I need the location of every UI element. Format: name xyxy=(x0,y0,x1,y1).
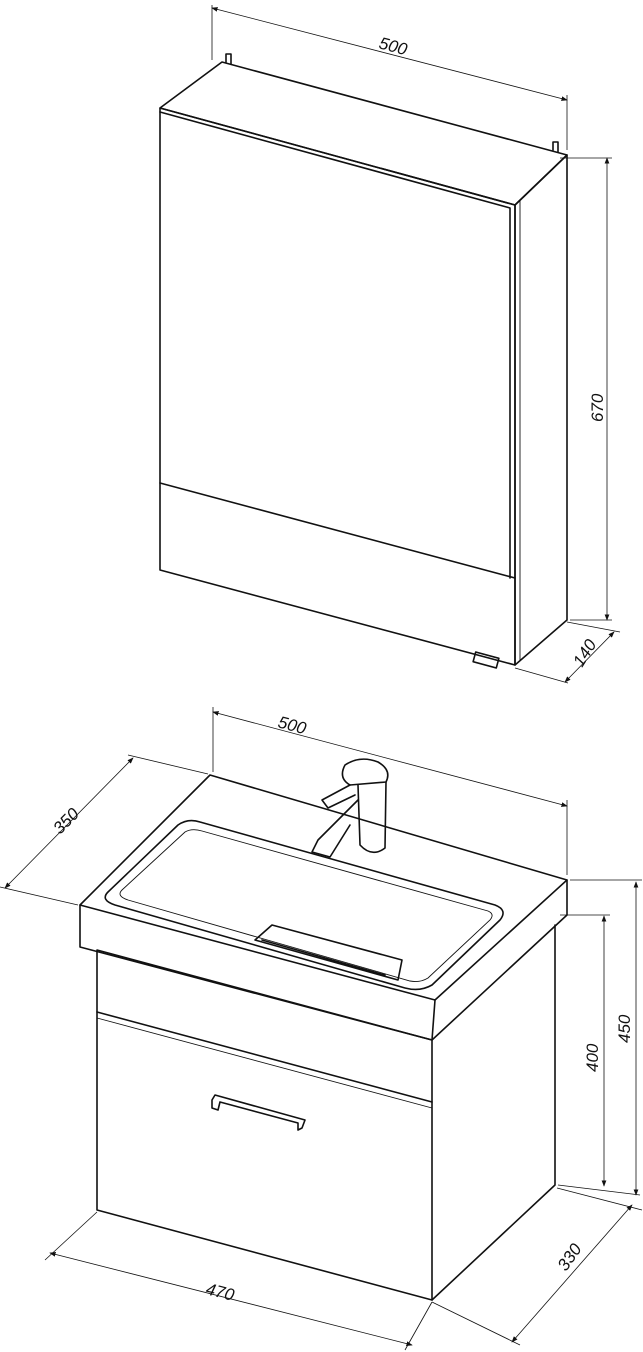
overflow-cover xyxy=(254,924,403,981)
cabinet-depth-label: 330 xyxy=(554,1240,586,1275)
mirror-depth-label: 140 xyxy=(569,636,600,671)
mirror-cabinet xyxy=(159,53,568,669)
basin-outer xyxy=(104,819,504,991)
mirror-height-label: 670 xyxy=(588,393,607,422)
mirror-dimensions: 500 670 140 xyxy=(211,5,621,684)
vanity-unit xyxy=(79,758,568,1301)
drawer-top-edge xyxy=(96,1011,433,1103)
mirror-door-edge xyxy=(159,111,511,579)
drawer-handle xyxy=(211,1094,306,1131)
cabinet-width-label: 470 xyxy=(204,1279,237,1304)
light-switch xyxy=(472,651,500,669)
mirror-width-label: 500 xyxy=(377,34,410,60)
total-height-label: 450 xyxy=(615,1014,634,1043)
cabinet-front xyxy=(159,107,516,666)
sink-width-label: 500 xyxy=(276,713,309,739)
basin-inner xyxy=(119,829,493,983)
hanging-brackets xyxy=(225,53,559,153)
cabinet-side xyxy=(431,924,556,1301)
sink-depth-label: 350 xyxy=(49,804,83,838)
sink-side xyxy=(431,879,568,1041)
mirror-bottom-edge xyxy=(159,482,516,579)
cabinet-height-label: 400 xyxy=(583,1043,602,1072)
cabinet-top xyxy=(159,61,568,206)
drawer-gap-line xyxy=(96,1017,433,1109)
cabinet-side xyxy=(514,154,568,666)
cabinet-front xyxy=(96,949,433,1301)
